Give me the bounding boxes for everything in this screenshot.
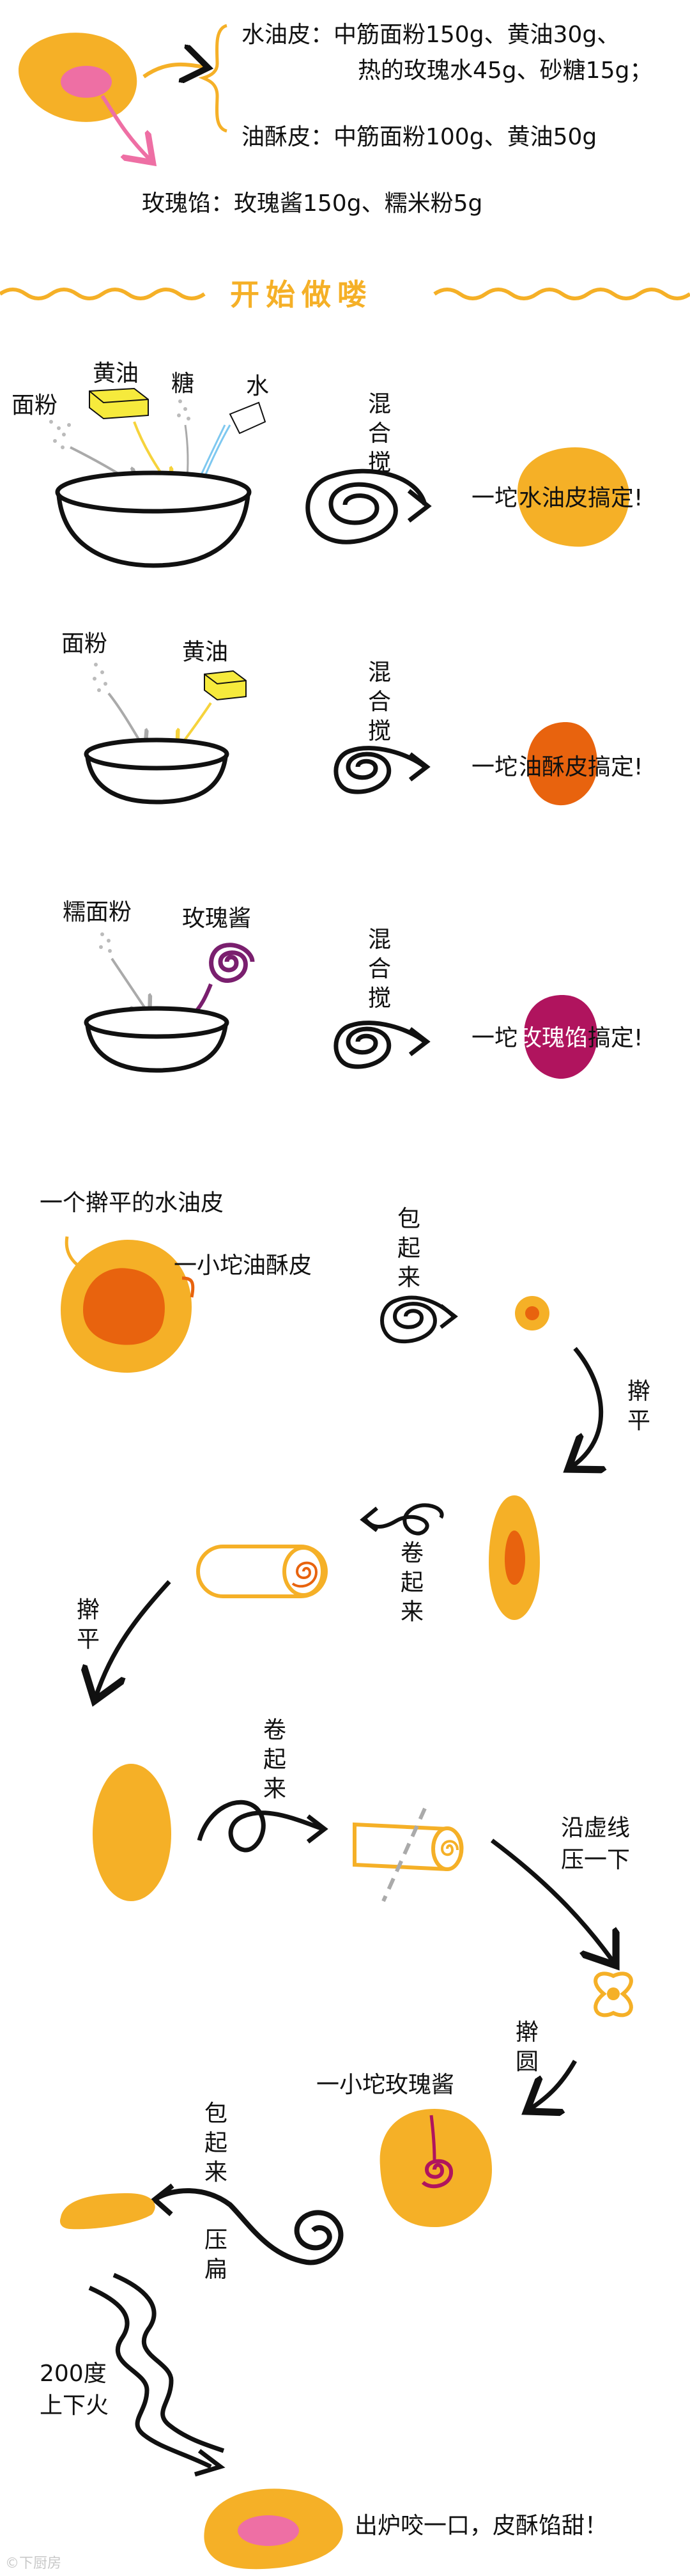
- step1-bowl: [57, 473, 249, 566]
- press-line1-label: 沿虚线: [561, 1814, 630, 1842]
- step3-mix-swirl: [336, 1023, 427, 1067]
- step1-flour-label: 面粉: [12, 391, 57, 420]
- ingredient-orange-arrow: [144, 65, 204, 77]
- wrap-label: 包起来: [396, 1205, 422, 1293]
- ingredient-oil-dough: 油酥皮：中筋面粉100g、黄油50g: [241, 123, 597, 151]
- step2-butter-label: 黄油: [182, 638, 228, 667]
- title-wave-left: [0, 289, 204, 298]
- jam-piece-label: 一小坨玫瑰酱: [316, 2071, 454, 2099]
- step2-flour-label: 面粉: [61, 629, 107, 658]
- section-title: 开始做喽: [230, 272, 373, 314]
- bake-line1-label: 200度: [40, 2359, 107, 2388]
- arrow-down-1: [572, 1348, 601, 1467]
- rolled-log-1: [198, 1546, 326, 1596]
- step1-butter-label: 黄油: [93, 359, 139, 388]
- step3-bowl: [86, 1008, 227, 1070]
- flatten1-label: 擀平: [626, 1377, 652, 1436]
- step3-flour-arrow: [112, 959, 148, 1013]
- step3-mix-label: 混合搅: [367, 925, 392, 1014]
- step2-result-prefix: 一坨: [471, 753, 518, 782]
- flattened-dough-label: 一个擀平的水油皮: [40, 1189, 224, 1217]
- round-dough-with-jam: [380, 2109, 492, 2227]
- step2-result-mid: 油酥皮: [519, 753, 588, 782]
- step1-sugar-label: 糖: [171, 369, 194, 398]
- roll2-label: 卷起来: [262, 1716, 288, 1804]
- step1-result-prefix: 一坨: [471, 484, 518, 513]
- watermark: ©下厨房: [5, 2552, 61, 2572]
- step2-butter-block: [204, 671, 246, 700]
- flattened-oval-1: [489, 1495, 540, 1620]
- step1-result-mid: 水油皮: [519, 484, 588, 513]
- step3-result-suffix: 搞定!: [588, 1024, 643, 1053]
- water-dough-disc: [61, 1240, 192, 1373]
- roll-round-label: 擀圆: [514, 2018, 540, 2077]
- step3-result-prefix: 一坨: [471, 1024, 518, 1053]
- step3-jam-label: 玫瑰酱: [182, 904, 251, 933]
- step1-mix-swirl: [308, 471, 428, 542]
- bake-heat-waves: [89, 2275, 224, 2474]
- step1-result-suffix: 搞定!: [588, 484, 643, 513]
- ingredient-brace: [203, 26, 227, 131]
- pressed-flat-cake: [60, 2193, 155, 2229]
- title-wave-right: [434, 289, 690, 298]
- step3-flour-dust: [99, 932, 112, 953]
- flattened-oval-2: [93, 1764, 171, 1901]
- step1-mix-label: 混合搅: [367, 390, 392, 478]
- wrap2-label: 包起来: [203, 2099, 229, 2187]
- arrow-down-2: [96, 1582, 169, 1697]
- roll1-label: 卷起来: [399, 1539, 425, 1627]
- oil-piece-label: 一小坨油酥皮: [174, 1251, 312, 1280]
- pressed-knot: [595, 1973, 631, 2015]
- step3-result-mid: 玫瑰馅: [519, 1024, 588, 1053]
- ingredient-filling: 玫瑰馅：玫瑰酱150g、糯米粉5g: [142, 189, 482, 218]
- roll-swirl-1: [363, 1505, 442, 1533]
- final-pastry: [204, 2488, 342, 2569]
- ingredient-water-dough-line2: 热的玫瑰水45g、砂糖15g；: [358, 56, 652, 85]
- step2-flour-dust: [93, 663, 107, 692]
- press-line2-label: 压一下: [561, 1846, 630, 1874]
- bake-line2-label: 上下火: [40, 2391, 109, 2420]
- roll-swirl-2: [199, 1802, 325, 1850]
- press-flat-label: 压扁: [203, 2226, 229, 2285]
- flatten2-label: 擀平: [75, 1596, 101, 1654]
- ingredient-water-dough-line1: 水油皮：中筋面粉150g、黄油30g、: [241, 20, 620, 49]
- step1-water-label: 水: [246, 372, 269, 401]
- step3-flour-label: 糯面粉: [63, 898, 132, 927]
- step2-result-suffix: 搞定!: [588, 753, 643, 782]
- final-label: 出炉咬一口，皮酥馅甜！: [355, 2511, 608, 2540]
- wrap-swirl-1: [382, 1298, 455, 1342]
- step2-bowl: [86, 740, 227, 802]
- wrap-swirl-2: [155, 2186, 341, 2262]
- rolled-log-2: [355, 1809, 462, 1901]
- step2-mix-swirl: [336, 748, 427, 792]
- small-ball: [515, 1296, 549, 1330]
- step3-jam-swirl: [211, 945, 252, 981]
- step1-butter-block: [89, 389, 148, 419]
- step1-sugar-dust: [177, 399, 190, 420]
- ingredient-cake-icon: [19, 33, 137, 122]
- step2-mix-label: 混合搅: [367, 658, 392, 746]
- step1-flour-dust: [49, 420, 71, 449]
